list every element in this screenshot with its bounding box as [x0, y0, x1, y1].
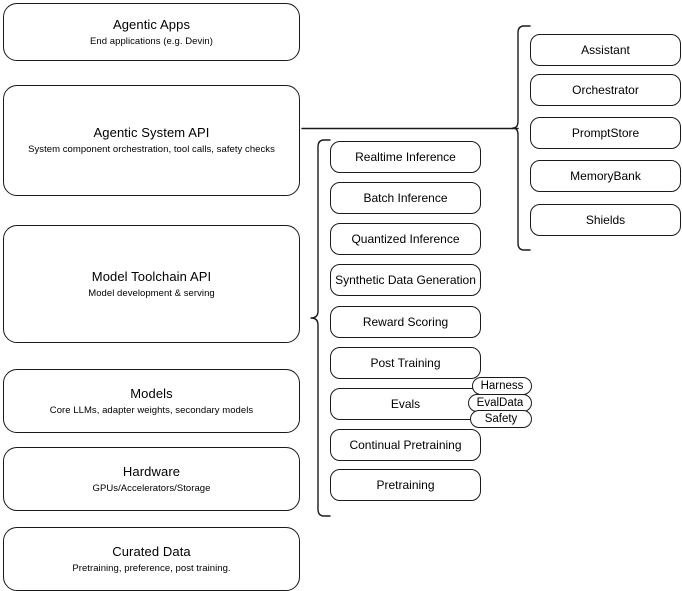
capability-pretraining[interactable]: Pretraining: [330, 469, 481, 501]
eval-subcomponent-evaldata[interactable]: EvalData: [468, 394, 532, 412]
capability-evals[interactable]: Evals: [330, 388, 481, 420]
capability-label: Quantized Inference: [351, 232, 460, 246]
layer-curated-data[interactable]: Curated Data Pretraining, preference, po…: [3, 527, 300, 591]
system-component-label: Shields: [585, 213, 626, 227]
eval-subcomponent-safety[interactable]: Safety: [470, 410, 532, 428]
eval-subcomponent-label: Harness: [480, 380, 524, 392]
capability-post-training[interactable]: Post Training: [330, 347, 481, 379]
system-component-label: PromptStore: [571, 126, 640, 140]
system-component-label: Assistant: [581, 43, 630, 57]
eval-subcomponent-label: EvalData: [476, 397, 524, 409]
layer-title: Curated Data: [112, 543, 191, 559]
capability-batch-inference[interactable]: Batch Inference: [330, 182, 481, 214]
layer-hardware[interactable]: Hardware GPUs/Accelerators/Storage: [3, 447, 300, 511]
system-component-memorybank[interactable]: MemoryBank: [530, 160, 681, 192]
layer-title: Hardware: [122, 463, 181, 479]
eval-subcomponent-harness[interactable]: Harness: [472, 377, 532, 395]
capability-label: Post Training: [370, 356, 441, 370]
capability-label: Pretraining: [376, 478, 435, 492]
capability-label: Batch Inference: [363, 191, 448, 205]
capability-label: Continual Pretraining: [349, 438, 462, 452]
layer-agentic-apps[interactable]: Agentic Apps End applications (e.g. Devi…: [3, 3, 300, 61]
capability-quantized-inference[interactable]: Quantized Inference: [330, 223, 481, 255]
layer-subtitle: System component orchestration, tool cal…: [28, 144, 275, 155]
system-component-label: MemoryBank: [570, 169, 641, 183]
system-component-shields[interactable]: Shields: [530, 204, 681, 236]
layer-models[interactable]: Models Core LLMs, adapter weights, secon…: [3, 369, 300, 433]
system-component-orchestrator[interactable]: Orchestrator: [530, 74, 681, 106]
layer-title: Agentic System API: [93, 125, 210, 140]
capability-label: Evals: [390, 397, 421, 411]
layer-agentic-system-api[interactable]: Agentic System API System component orch…: [3, 85, 300, 196]
layer-title: Models: [130, 385, 173, 401]
system-component-assistant[interactable]: Assistant: [530, 34, 681, 66]
connector-system-api-to-components: [300, 120, 525, 142]
layer-subtitle: End applications (e.g. Devin): [90, 35, 213, 47]
capability-continual-pretraining[interactable]: Continual Pretraining: [330, 429, 481, 461]
capability-synthetic-data-generation[interactable]: Synthetic Data Generation: [330, 264, 481, 296]
capability-realtime-inference[interactable]: Realtime Inference: [330, 141, 481, 173]
eval-subcomponent-label: Safety: [484, 413, 518, 425]
layer-subtitle: GPUs/Accelerators/Storage: [92, 482, 211, 494]
capability-label: Synthetic Data Generation: [335, 273, 476, 287]
capability-reward-scoring[interactable]: Reward Scoring: [330, 306, 481, 338]
system-component-promptstore[interactable]: PromptStore: [530, 117, 681, 149]
capability-label: Realtime Inference: [355, 150, 456, 164]
layer-subtitle: Core LLMs, adapter weights, secondary mo…: [49, 404, 254, 416]
capability-label: Reward Scoring: [362, 315, 449, 329]
layer-model-toolchain-api[interactable]: Model Toolchain API Model development & …: [3, 225, 300, 343]
layer-subtitle: Pretraining, preference, post training.: [72, 562, 231, 574]
brace-toolchain-capabilities: [310, 138, 332, 518]
layer-subtitle: Model development & serving: [88, 287, 215, 299]
system-component-label: Orchestrator: [572, 83, 639, 97]
layer-title: Model Toolchain API: [91, 268, 212, 284]
layer-title: Agentic Apps: [112, 16, 191, 32]
